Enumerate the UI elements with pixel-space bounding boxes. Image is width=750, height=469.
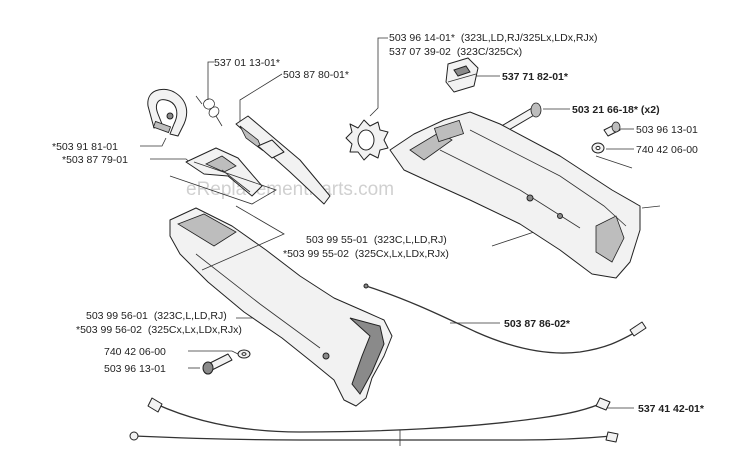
stop-wire-part: [129, 397, 619, 446]
label-503-96-14-01-models: (323L,LD,RJ/325Lx,LDx,RJx): [461, 32, 598, 44]
label-503-87-80-01: 503 87 80-01*: [283, 69, 349, 81]
label-503-99-55-01-models: (323C,L,LD,RJ): [374, 234, 447, 246]
label-740-42-06-00-right: 740 42 06-00: [636, 144, 698, 156]
handle-cover-part: [169, 207, 393, 407]
label-503-99-55-01-number: 503 99 55-01: [306, 234, 368, 246]
label-503-99-55-02-number: *503 99 55-02: [283, 248, 349, 260]
label-503-96-13-01-left: 503 96 13-01: [104, 363, 166, 375]
label-503-99-56-01-number: 503 99 56-01: [86, 310, 148, 322]
label-537-07-39-02: 537 07 39-02 (323C/325Cx): [389, 46, 522, 58]
label-503-96-14-01: 503 96 14-01* (323L,LD,RJ/325Lx,LDx,RJx): [389, 32, 597, 44]
part-labels: 537 01 13-01* 503 87 80-01* *503 91 81-0…: [52, 32, 705, 415]
watermark: eReplacementParts.com: [186, 179, 394, 200]
label-503-99-55-02: *503 99 55-02 (325Cx,Lx,LDx,RJx): [283, 248, 449, 260]
left-washer-part: [237, 349, 251, 359]
right-screw-part: [603, 121, 621, 137]
right-washer-part: [591, 142, 605, 154]
gasket-ring-part: [345, 119, 389, 161]
label-503-21-66-18: 503 21 66-18* (x2): [572, 104, 660, 116]
left-screw-part: [202, 353, 233, 375]
label-503-99-56-01-models: (323C,L,LD,RJ): [154, 310, 227, 322]
label-537-07-39-02-number: 537 07 39-02: [389, 46, 451, 58]
label-740-42-06-00-left: 740 42 06-00: [104, 346, 166, 358]
label-503-96-13-01-right: 503 96 13-01: [636, 124, 698, 136]
label-537-07-39-02-models: (323C/325Cx): [457, 46, 522, 58]
stop-switch-part: [445, 57, 479, 93]
label-503-99-55-01: 503 99 55-01 (323C,L,LD,RJ): [306, 234, 447, 246]
label-537-71-82-01: 537 71 82-01*: [502, 71, 569, 83]
label-503-96-14-01-number: 503 96 14-01*: [389, 32, 455, 44]
label-537-41-42-01: 537 41 42-01*: [638, 403, 705, 415]
label-503-99-55-02-models: (325Cx,Lx,LDx,RJx): [355, 248, 449, 260]
label-503-99-56-02: *503 99 56-02 (325Cx,Lx,LDx,RJx): [76, 324, 242, 336]
label-503-91-81-01: *503 91 81-01: [52, 141, 118, 153]
label-503-87-79-01: *503 87 79-01: [62, 154, 128, 166]
handle-housing-part: [389, 111, 641, 279]
trigger-part: [235, 115, 331, 205]
label-503-99-56-01: 503 99 56-01 (323C,L,LD,RJ): [86, 310, 227, 322]
label-537-01-13-01: 537 01 13-01*: [214, 57, 280, 69]
clamp-part: [147, 88, 188, 137]
throttle-cable-part: [363, 283, 647, 354]
label-503-87-86-02: 503 87 86-02*: [504, 318, 571, 330]
spring-part: [195, 95, 223, 127]
label-503-99-56-02-number: *503 99 56-02: [76, 324, 142, 336]
label-503-99-56-02-models: (325Cx,Lx,LDx,RJx): [148, 324, 242, 336]
